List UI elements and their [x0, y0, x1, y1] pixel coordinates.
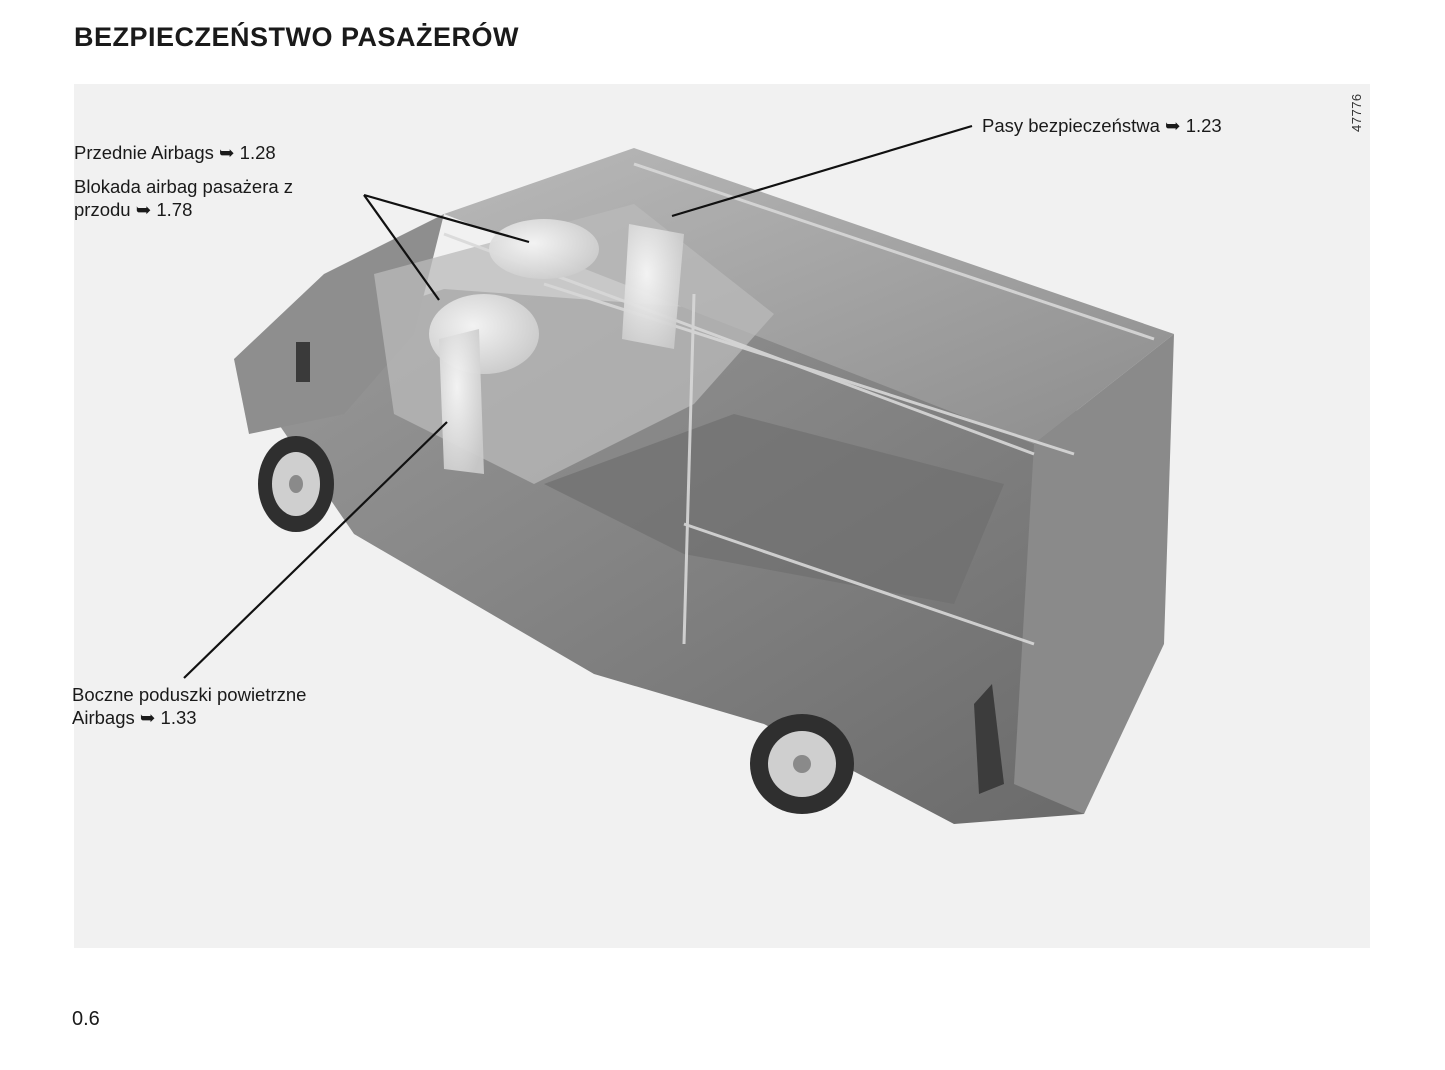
- front-wheel: [258, 436, 334, 532]
- leader-line-side-airbags: [183, 421, 448, 679]
- van-illustration: Przednie Airbags ➥ 1.28 Blokada airbag p…: [72, 84, 1370, 948]
- callout-seat-belts: Pasy bezpieczeństwa ➥ 1.23: [982, 114, 1222, 137]
- leader-line-seat-belts: [671, 124, 973, 218]
- tail-light: [974, 684, 1004, 794]
- arrow-icon: ➥: [219, 142, 235, 163]
- callout-passenger-airbag-lock-line2: przodu: [74, 199, 131, 220]
- callout-seat-belts-ref: 1.23: [1185, 115, 1222, 136]
- arrow-icon: ➥: [139, 707, 156, 728]
- leader-line-passenger-lock-a: [363, 194, 440, 301]
- figure-reference-code: 47776: [1349, 93, 1364, 132]
- side-airbag-shape: [439, 329, 484, 474]
- callout-side-airbags-line1: Boczne poduszki powietrzne: [72, 684, 307, 705]
- callout-front-airbags: Przednie Airbags ➥ 1.28: [74, 141, 276, 164]
- van-rear: [1014, 334, 1174, 814]
- callout-front-airbags-ref: 1.28: [239, 142, 276, 163]
- front-airbag-shape: [489, 219, 599, 279]
- cargo-floor: [544, 414, 1004, 604]
- callout-front-airbags-label: Przednie Airbags: [74, 142, 214, 163]
- arrow-icon: ➥: [135, 199, 152, 220]
- callout-passenger-airbag-lock-line1: Blokada airbag pasażera z: [74, 176, 294, 197]
- rear-wheel: [750, 714, 854, 814]
- callout-passenger-airbag-lock-ref: 1.78: [156, 199, 193, 220]
- callout-side-airbags-line2: Airbags: [72, 707, 135, 728]
- callout-side-airbags-ref: 1.33: [160, 707, 197, 728]
- callout-passenger-airbag-lock: Blokada airbag pasażera z przodu ➥ 1.78: [74, 175, 356, 221]
- van-front: [234, 214, 444, 434]
- page-title: BEZPIECZEŃSTWO PASAŻERÓW: [74, 22, 520, 52]
- van-drawing: [183, 124, 1174, 824]
- curtain-airbag-shape: [622, 224, 684, 349]
- arrow-icon: ➥: [1165, 115, 1181, 136]
- callout-side-airbags: Boczne poduszki powietrzne Airbags ➥ 1.3…: [72, 683, 396, 729]
- leader-line-passenger-lock-b: [363, 193, 530, 244]
- page-number: 0.6: [72, 1008, 100, 1030]
- callout-leaders: [183, 124, 973, 679]
- side-mirror: [296, 342, 310, 382]
- callout-seat-belts-label: Pasy bezpieczeństwa: [982, 115, 1160, 136]
